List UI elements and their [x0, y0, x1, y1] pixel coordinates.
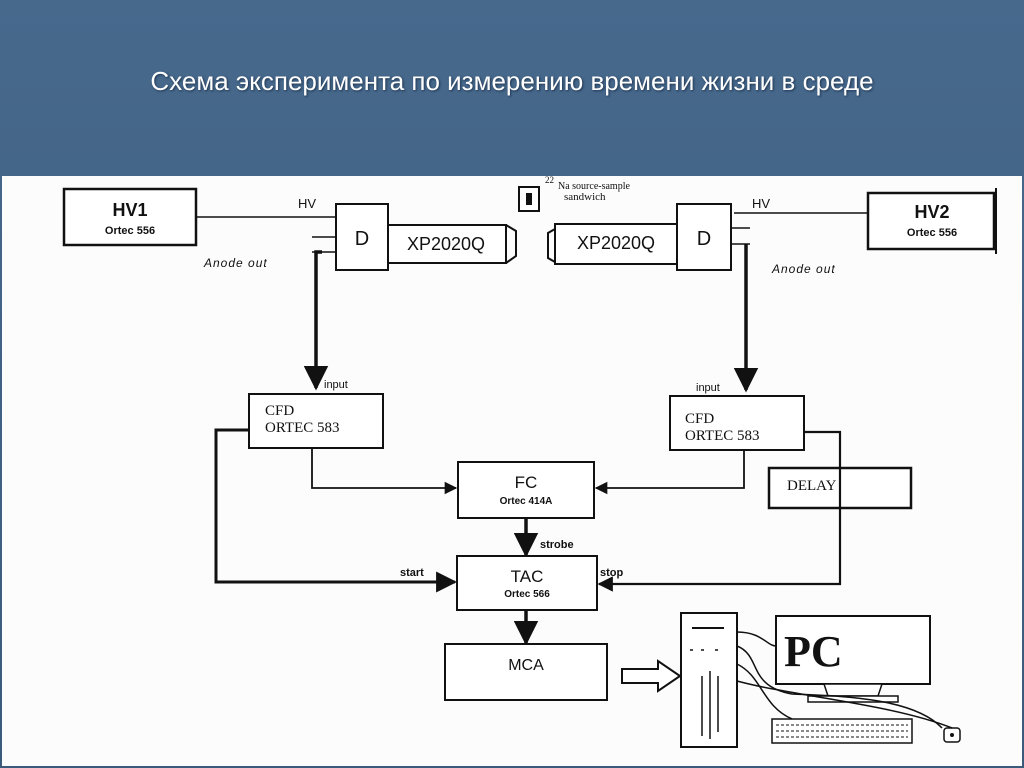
- divider-left-label: D: [355, 228, 369, 250]
- fc-box: FC Ortec 414A: [457, 461, 595, 519]
- cfd-left-box: CFD ORTEC 583: [248, 393, 384, 449]
- cfd-right-to-fc: [594, 450, 745, 495]
- computer-tower-icon: [680, 612, 738, 748]
- hv2-title: HV2: [914, 202, 949, 222]
- source-superscript: 22: [545, 176, 554, 185]
- start-line: [214, 428, 458, 593]
- hv2-model: Ortec 556: [907, 227, 957, 239]
- slide-title: Схема эксперимента по измерению времени …: [150, 66, 874, 96]
- delay-label: DELAY: [787, 478, 837, 494]
- hv-label-right: HV: [752, 196, 770, 211]
- experiment-schematic: HV1 Ortec 556 HV2 Ortec 556 HV HV D XP20…: [62, 176, 997, 748]
- mca-label: MCA: [508, 657, 544, 674]
- mca-box: MCA: [444, 643, 608, 701]
- fc-model: Ortec 414A: [500, 496, 553, 507]
- tac-box: TAC Ortec 566: [456, 555, 598, 611]
- hv1-model: Ortec 556: [105, 225, 155, 237]
- mca-to-pc-arrow: [621, 659, 682, 693]
- mouse-icon: [943, 727, 961, 743]
- keyboard-icon: [771, 718, 913, 744]
- cfd-right-box: CFD ORTEC 583: [669, 395, 805, 451]
- input-label-right: input: [696, 382, 720, 394]
- cfd-left-line2: ORTEC 583: [265, 420, 340, 436]
- hv2-box: HV2 Ortec 556: [866, 188, 997, 254]
- pmt-left: XP2020Q: [387, 224, 517, 264]
- divider-right-label: D: [697, 228, 711, 250]
- input-label-left: input: [324, 379, 348, 391]
- pc-label: PC: [784, 627, 843, 676]
- cable: [736, 645, 943, 729]
- stop-line: [597, 430, 842, 592]
- fc-title: FC: [515, 473, 538, 492]
- diagram-panel: HV1 Ortec 556 HV2 Ortec 556 HV HV D XP20…: [2, 176, 1022, 766]
- hv-label-left: HV: [298, 196, 316, 211]
- cfd-left-line1: CFD: [265, 403, 294, 419]
- hv1-box: HV1 Ortec 556: [62, 187, 198, 247]
- anode-line-left: [303, 250, 329, 391]
- stop-label: stop: [600, 567, 624, 579]
- tac-title: TAC: [511, 567, 544, 586]
- start-label: start: [400, 567, 424, 579]
- pmt-left-label: XP2020Q: [407, 234, 485, 254]
- cfd-left-to-fc: [311, 448, 458, 495]
- cfd-right-line2: ORTEC 583: [685, 428, 760, 444]
- divider-right: D: [676, 203, 732, 271]
- source-line2: sandwich: [564, 191, 606, 203]
- monitor-icon: PC: [775, 615, 931, 703]
- source-sandwich: 22 Na source-sample sandwich: [518, 176, 630, 212]
- pmt-right: XP2020Q: [547, 223, 678, 265]
- cable: [736, 663, 793, 720]
- hv1-title: HV1: [112, 200, 147, 220]
- cable: [736, 631, 777, 647]
- tac-model: Ortec 566: [504, 589, 550, 600]
- divider-left: D: [335, 203, 389, 271]
- source-line1: Na source-sample: [558, 181, 630, 192]
- anode-label-right: Anode out: [771, 262, 836, 276]
- pmt-right-label: XP2020Q: [577, 233, 655, 253]
- strobe-label: strobe: [540, 539, 574, 551]
- anode-label-left: Anode out: [203, 256, 268, 270]
- cable: [736, 680, 953, 729]
- cfd-right-line1: CFD: [685, 411, 714, 427]
